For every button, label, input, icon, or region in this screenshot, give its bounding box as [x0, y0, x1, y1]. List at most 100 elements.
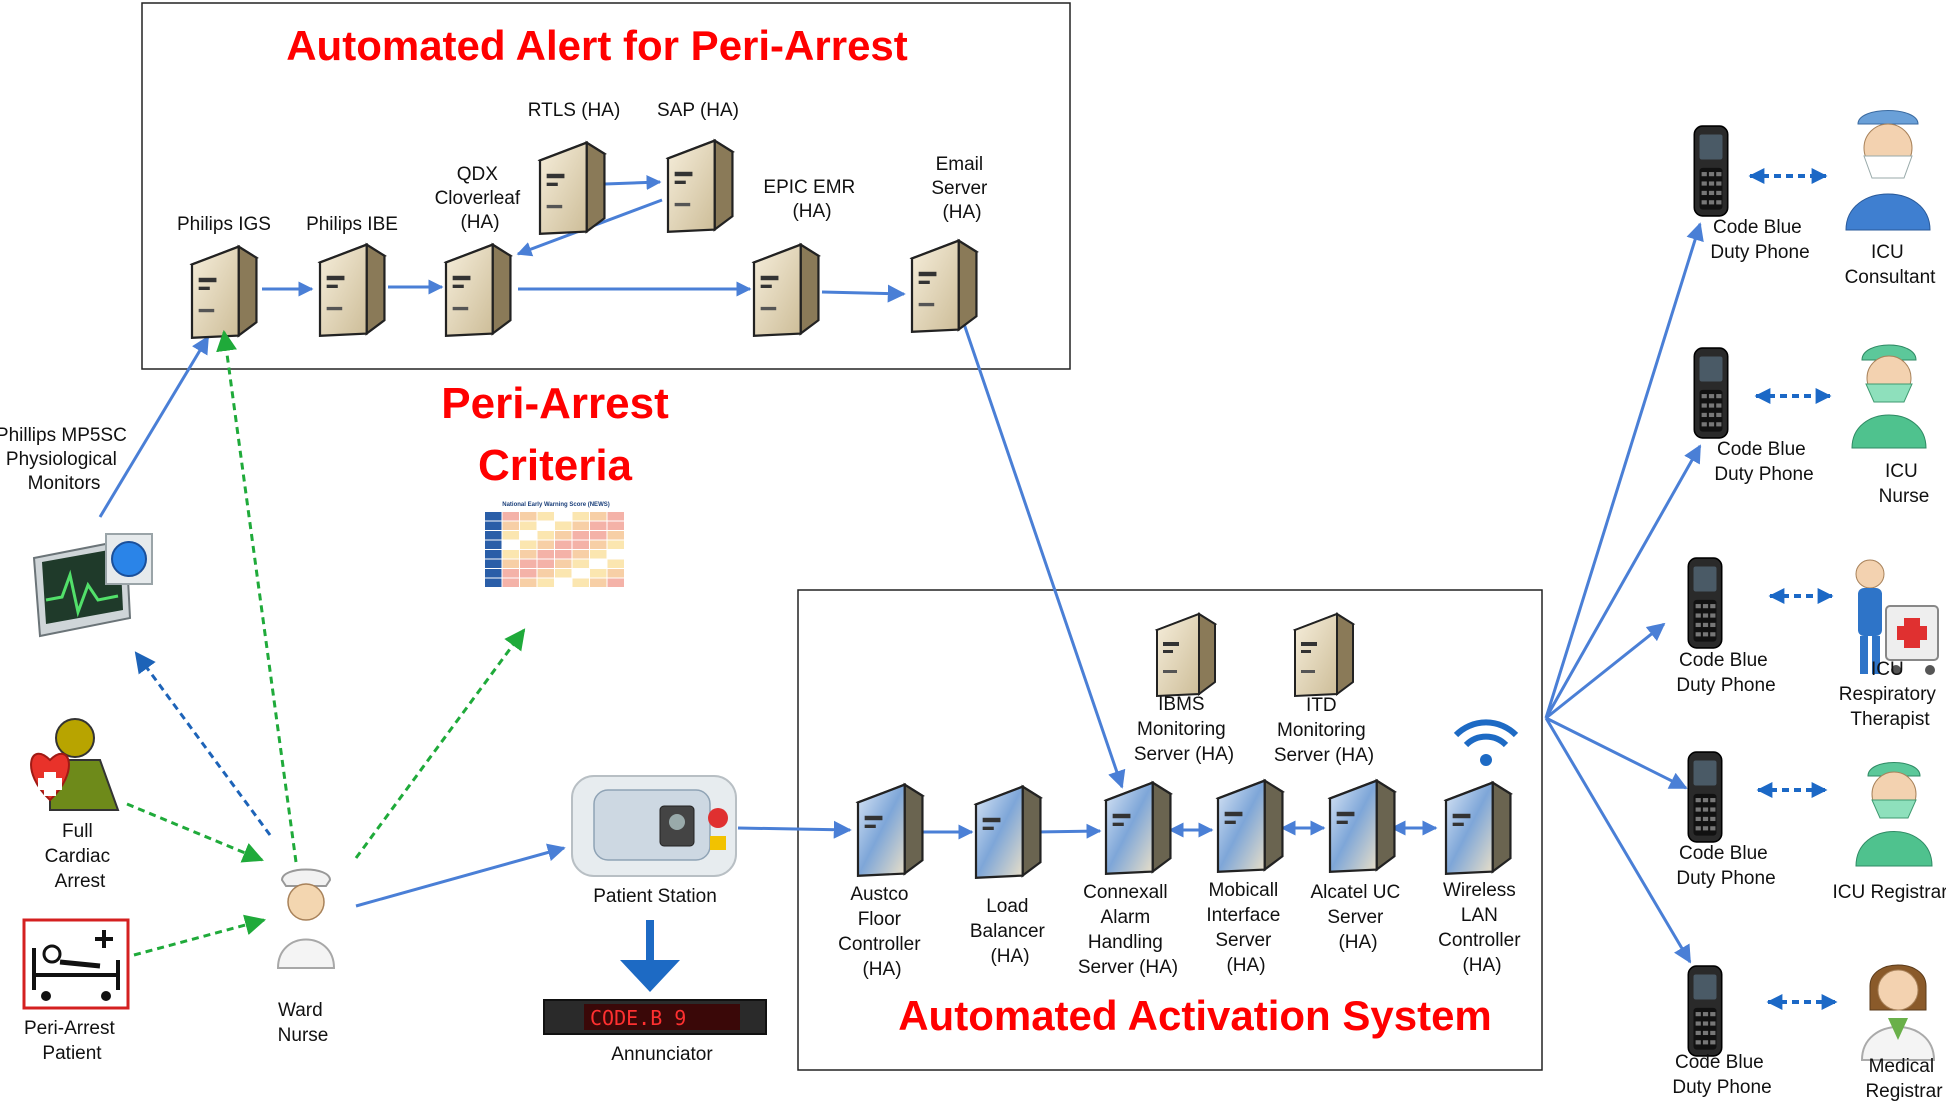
news-cell: [502, 512, 519, 521]
news-cell: [485, 559, 502, 568]
philips-ibe-server: Philips IBE: [306, 214, 398, 337]
monitor-icon: [32, 533, 153, 638]
server-icon: [444, 243, 512, 337]
server-icon: [1104, 781, 1172, 875]
alcatel-uc-server: Alcatel UC Server (HA): [1310, 779, 1400, 953]
news-cell: [520, 559, 537, 568]
server-icon: [190, 245, 258, 339]
wifi-icon: [1453, 719, 1519, 766]
news-cell: [607, 521, 624, 530]
news-cell: [572, 550, 589, 559]
news-cell: [590, 578, 607, 587]
server-icon: [856, 783, 924, 877]
patient-station-icon: [571, 775, 737, 877]
news-cell: [590, 569, 607, 578]
news-cell: [555, 550, 572, 559]
epic-emr-server: EPIC EMR (HA): [752, 177, 860, 337]
philips-igs-server: Philips IGS: [177, 214, 271, 339]
server-icon: [1328, 779, 1396, 873]
load-balancer: Load Balancer (HA): [970, 785, 1046, 967]
server-icon: [666, 139, 734, 233]
phone-icon: [1687, 751, 1723, 843]
news-cell: [485, 521, 502, 530]
phone-label: Code Blue Duty Phone: [1672, 1052, 1771, 1098]
philips-ibe-label: Philips IBE: [306, 214, 398, 235]
news-cell: [590, 531, 607, 540]
phone-label: Code Blue Duty Phone: [1710, 217, 1809, 263]
wlan-label: Wireless LAN Controller (HA): [1438, 880, 1526, 976]
email-server: Email Server (HA): [910, 154, 992, 333]
news-cell: [537, 559, 554, 568]
news-cell: [520, 531, 537, 540]
patient-label: Peri-Arrest Patient: [24, 1018, 120, 1064]
server-icon: [1293, 612, 1355, 698]
physiological-monitors: Phillips MP5SC Physiological Monitors: [0, 425, 153, 638]
news-cell: [572, 521, 589, 530]
news-cell: [537, 569, 554, 578]
phone-icon: [1693, 125, 1729, 217]
news-cell: [502, 540, 519, 549]
news-cell: [537, 550, 554, 559]
email-server-label: Email Server (HA): [931, 154, 992, 223]
heart-patient-icon: [30, 718, 120, 811]
server-icon: [1216, 779, 1284, 873]
news-cell: [537, 540, 554, 549]
nurse-label: Ward Nurse: [278, 1000, 329, 1046]
nurse-to-igs-arrow: [216, 329, 298, 863]
sap-label: SAP (HA): [657, 100, 739, 121]
role-label: ICU Consultant: [1845, 242, 1937, 288]
staff-icon: [1860, 964, 1936, 1061]
server-icon: [752, 243, 820, 337]
news-cell: [520, 550, 537, 559]
news-cell: [607, 559, 624, 568]
qdx-cloverleaf-server: QDX Cloverleaf (HA): [435, 164, 521, 337]
news-cell: [485, 531, 502, 540]
role-label: Medical Registrar: [1865, 1056, 1943, 1101]
news-cell: [572, 540, 589, 549]
server-icon: [1155, 612, 1217, 698]
cardiac-label: Full Cardiac Arrest: [45, 821, 116, 892]
ibms-monitoring-server: IBMS Monitoring Server (HA): [1134, 612, 1234, 765]
server-icon: [1444, 781, 1512, 875]
phone-label: Code Blue Duty Phone: [1714, 439, 1813, 485]
news-cell: [590, 540, 607, 549]
phone-icon: [1687, 557, 1723, 649]
news-cell: [502, 578, 519, 587]
recipient-icu-registrar: Code Blue Duty Phone ICU Registrar: [1676, 751, 1946, 903]
full-cardiac-arrest: Full Cardiac Arrest: [30, 718, 120, 892]
news-cell: [590, 559, 607, 568]
recipient-icu-respiratory-therapist: Code Blue Duty Phone ICU Respiratory The…: [1676, 557, 1939, 730]
epic-emr-label: EPIC EMR (HA): [763, 177, 860, 222]
staff-icon: [1855, 762, 1933, 867]
sap-server: SAP (HA): [657, 100, 739, 233]
philips-igs-label: Philips IGS: [177, 214, 271, 235]
criteria-title-line1: Peri-Arrest: [441, 379, 669, 428]
nurse-to-monitor-arrow: [134, 651, 272, 836]
server-icon: [538, 141, 606, 235]
role-label: ICU Registrar: [1832, 882, 1946, 903]
news-cell: [607, 578, 624, 587]
annunciator-label: Annunciator: [611, 1044, 713, 1065]
news-cell: [555, 531, 572, 540]
news-cell: [502, 550, 519, 559]
news-table: National Early Warning Score (NEWS): [485, 498, 627, 590]
criteria-title-line2: Criteria: [478, 441, 633, 490]
news-cell: [572, 569, 589, 578]
news-cell: [485, 512, 502, 521]
news-cell: [485, 540, 502, 549]
recipient-icu-consultant: Code Blue Duty Phone ICU Consultant: [1693, 110, 1937, 288]
news-cell: [555, 512, 572, 521]
cardiac-to-nurse-arrow: [126, 802, 264, 863]
itd-label: ITD Monitoring Server (HA): [1274, 695, 1374, 766]
recipient-icu-nurse: Code Blue Duty Phone ICU Nurse: [1693, 344, 1929, 507]
austco-label: Austco Floor Controller (HA): [838, 884, 926, 980]
server-icon: [910, 239, 978, 333]
news-cell: [485, 569, 502, 578]
annunciator: CODE.B 9 Annunciator: [543, 999, 767, 1065]
news-cell: [607, 550, 624, 559]
mobicall-label: Mobicall Interface Server (HA): [1206, 880, 1285, 976]
news-cell: [590, 521, 607, 530]
monitors-label: Phillips MP5SC Physiological Monitors: [0, 425, 132, 494]
news-cell: [485, 578, 502, 587]
phone-label: Code Blue Duty Phone: [1676, 650, 1775, 696]
